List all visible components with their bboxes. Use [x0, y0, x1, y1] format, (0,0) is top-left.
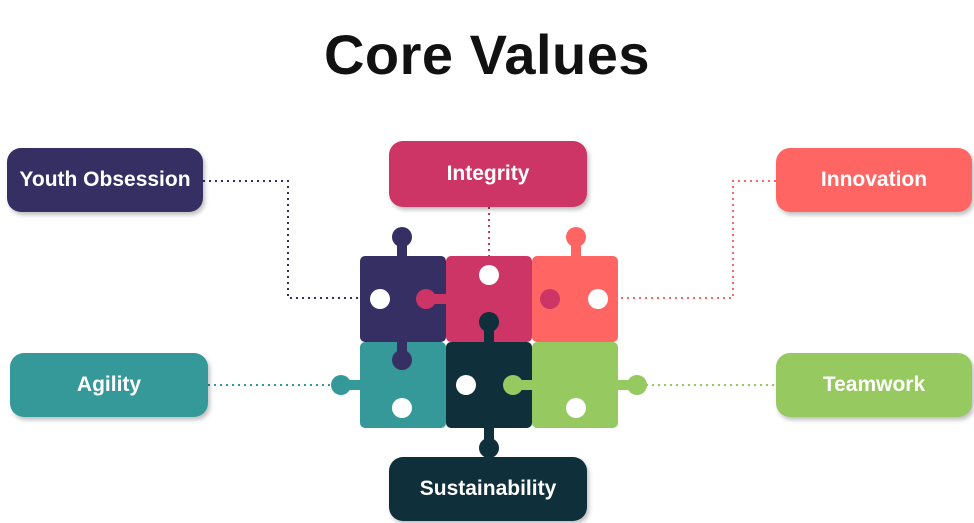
puzzle-piece-teamwork	[503, 342, 647, 428]
connector-innovation	[612, 180, 776, 299]
puzzle-piece-agility	[331, 342, 446, 428]
puzzle-piece-youth-obsession	[360, 227, 446, 342]
puzzle-piece-sustainability	[392, 312, 532, 458]
integrity-tab	[540, 289, 560, 309]
integrity-label: Integrity	[389, 141, 587, 207]
connector-youth-obsession	[203, 180, 360, 299]
page-title: Core Values	[323, 23, 651, 86]
youth-obsession-label: Youth Obsession	[7, 148, 203, 212]
innovation-label: Innovation	[776, 148, 972, 212]
puzzle-piece-innovation	[532, 227, 618, 370]
puzzle-holes	[370, 265, 608, 418]
agility-label: Agility	[10, 353, 208, 417]
teamwork-label: Teamwork	[776, 353, 972, 417]
sustainability-label: Sustainability	[389, 457, 587, 521]
puzzle-piece-integrity	[416, 256, 532, 342]
